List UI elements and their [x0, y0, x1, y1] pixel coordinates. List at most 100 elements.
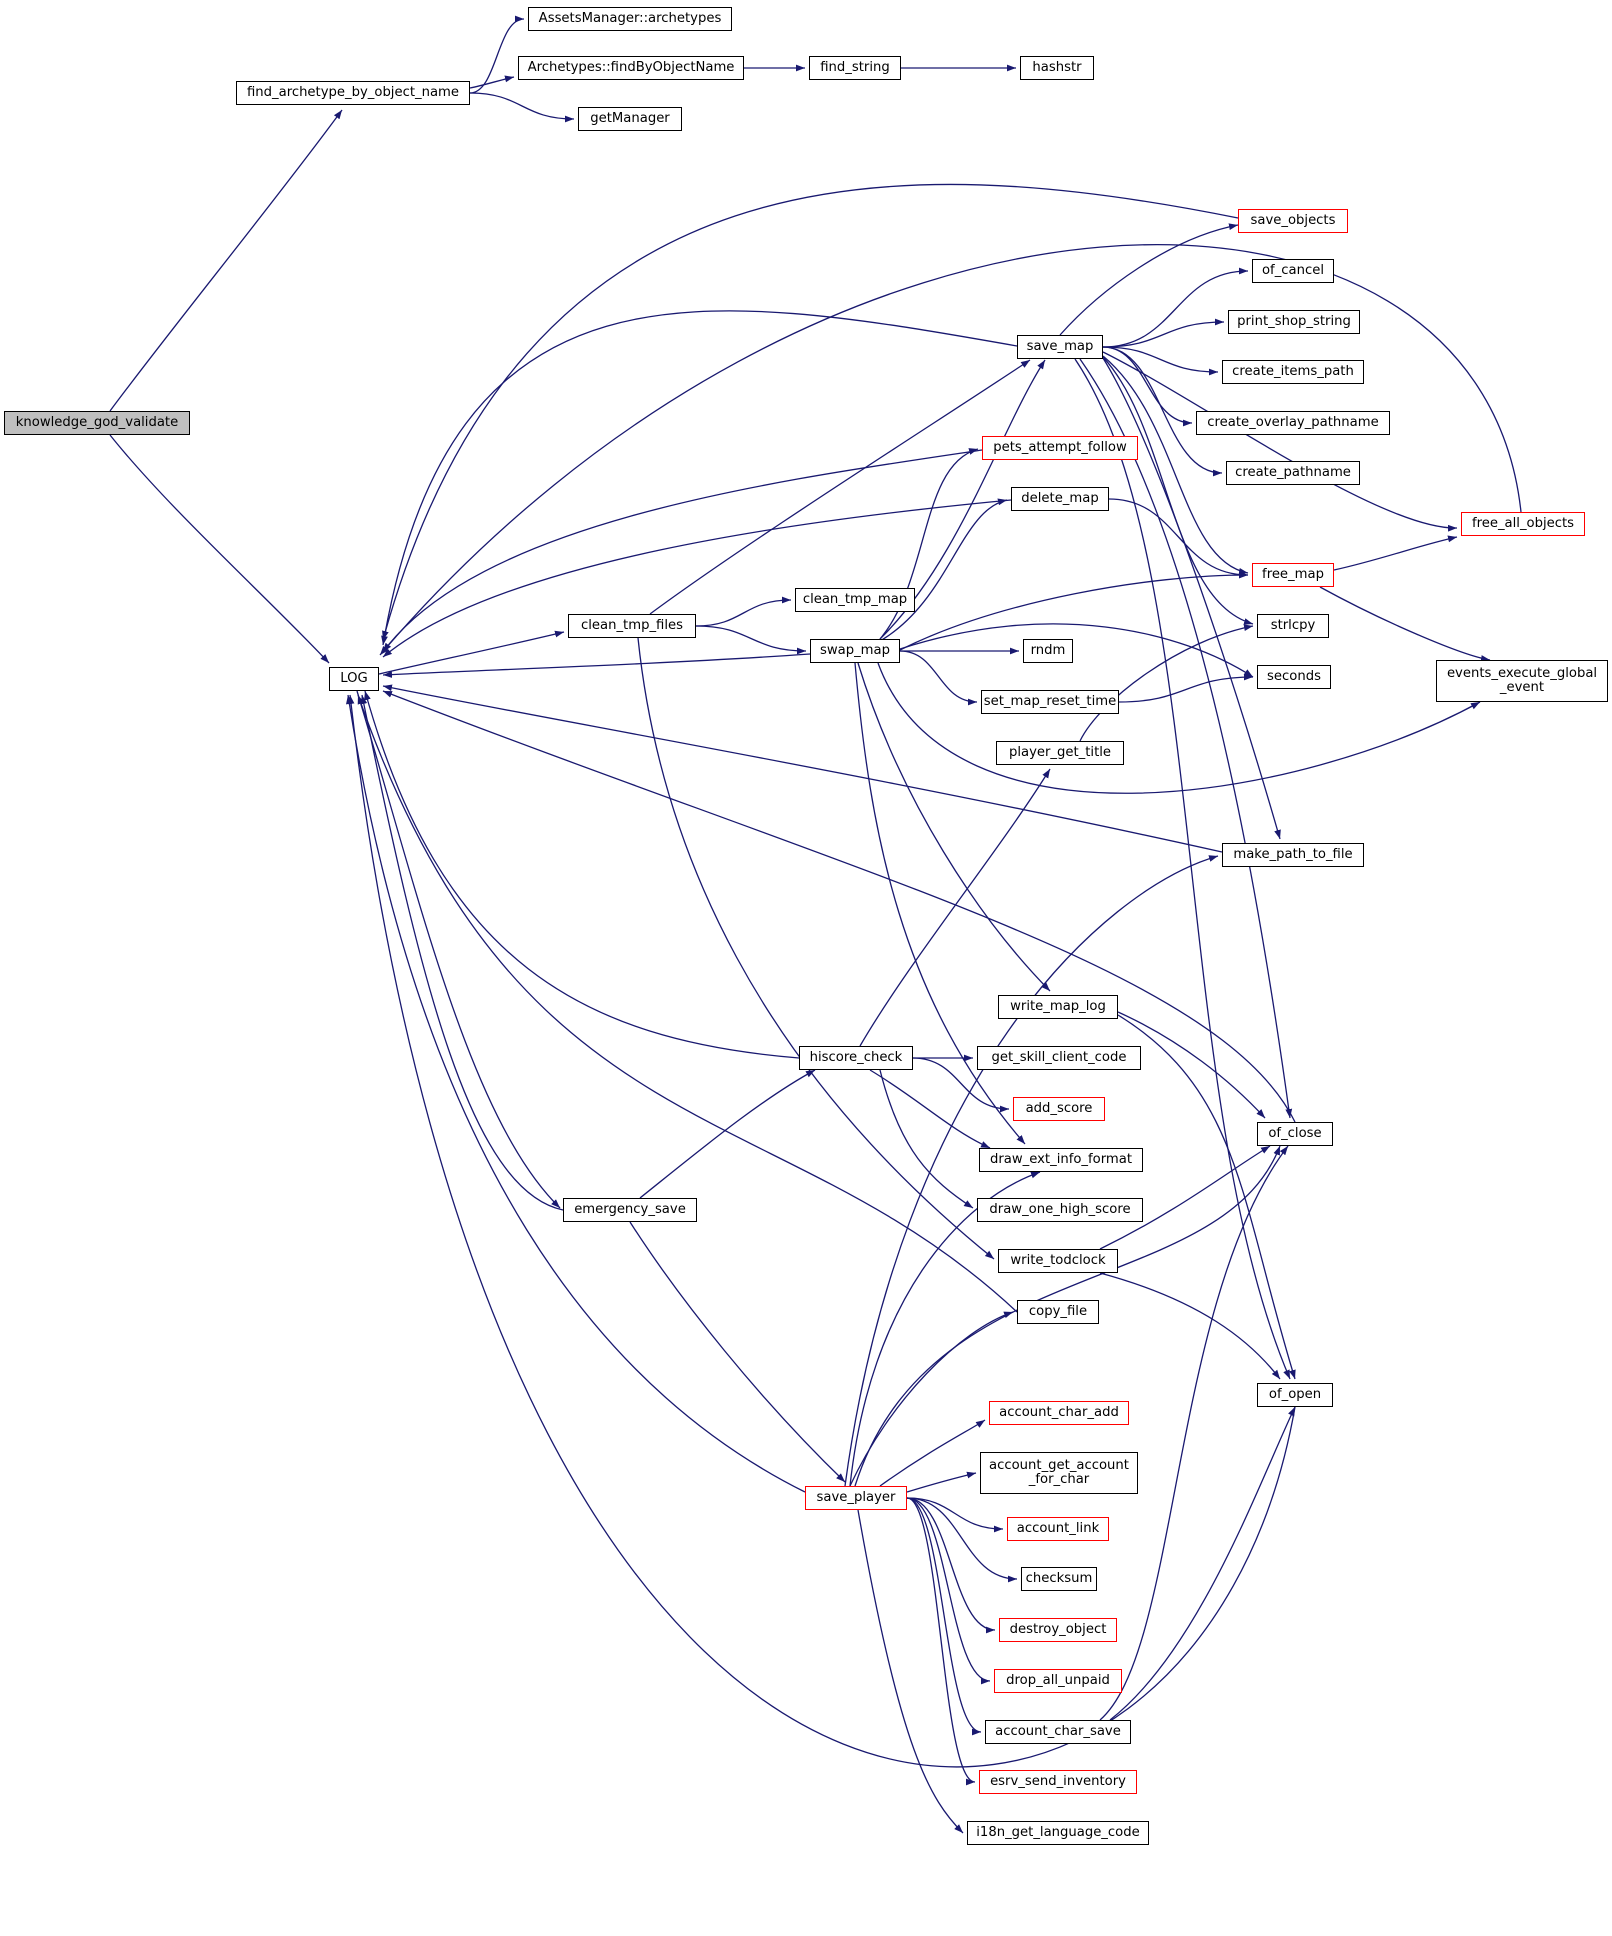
- edge-set-map-reset-time-to-seconds: [1118, 673, 1254, 703]
- edge-save-map-to-create-pathname: [1102, 346, 1223, 477]
- edge-save-player-to-make-path-to-file: [844, 855, 1219, 1487]
- node-account-get-account-for-char[interactable]: account_get_account _for_char: [980, 1452, 1138, 1494]
- node-free-map[interactable]: free_map: [1252, 563, 1334, 587]
- node-log[interactable]: LOG: [329, 667, 379, 691]
- edge-player-get-title-to-strlcpy: [1079, 624, 1254, 742]
- node-esrv-send-inventory[interactable]: esrv_send_inventory: [979, 1770, 1137, 1794]
- node-of-cancel[interactable]: of_cancel: [1252, 259, 1334, 283]
- node-checksum[interactable]: checksum: [1021, 1567, 1097, 1591]
- edge-clean-tmp-files-to-clean-tmp-map: [695, 596, 792, 627]
- node-strlcpy[interactable]: strlcpy: [1257, 614, 1329, 638]
- edge-save-map-to-create-items-path: [1102, 346, 1219, 376]
- edge-swap-map-to-seconds: [899, 623, 1254, 678]
- node-create-items-path[interactable]: create_items_path: [1222, 360, 1364, 384]
- node-save-map[interactable]: save_map: [1017, 335, 1103, 359]
- edge-save-player-to-destroy-object: [906, 1497, 996, 1634]
- edge-free-all-objects-to-log: [379, 244, 1522, 656]
- edge-save-player-to-of-close: [854, 1145, 1281, 1487]
- node-create-pathname[interactable]: create_pathname: [1226, 461, 1360, 485]
- node-player-get-title[interactable]: player_get_title: [996, 741, 1124, 765]
- node-knowledge-god-validate[interactable]: knowledge_god_validate: [4, 411, 190, 435]
- edge-save-map-to-log: [381, 310, 1018, 646]
- node-save-player[interactable]: save_player: [805, 1486, 907, 1510]
- edge-save-player-to-drop-all-unpaid: [906, 1497, 991, 1685]
- edge-swap-map-to-delete-map: [879, 498, 1008, 642]
- node-clean-tmp-map[interactable]: clean_tmp_map: [795, 588, 915, 612]
- node-get-skill-client-code[interactable]: get_skill_client_code: [977, 1046, 1141, 1070]
- node-destroy-object[interactable]: destroy_object: [999, 1618, 1117, 1642]
- node-write-map-log[interactable]: write_map_log: [998, 995, 1118, 1019]
- edge-swap-map-to-pets-attempt-follow: [879, 448, 979, 640]
- edge-swap-map-to-draw-ext-info-format: [854, 662, 1026, 1145]
- edge-delete-map-to-log: [382, 499, 1012, 658]
- node-hashstr[interactable]: hashstr: [1020, 56, 1094, 80]
- node-archetypes-findbyobjectname[interactable]: Archetypes::findByObjectName: [518, 56, 744, 80]
- node-account-char-add[interactable]: account_char_add: [989, 1401, 1129, 1425]
- node-account-link[interactable]: account_link: [1007, 1517, 1109, 1541]
- edge-save-player-to-esrv-send-inventory: [906, 1497, 976, 1786]
- node-write-todclock[interactable]: write_todclock: [998, 1249, 1118, 1273]
- edge-save-map-to-of-cancel: [1102, 267, 1249, 348]
- edge-swap-map-to-write-map-log: [857, 662, 1051, 992]
- node-draw-ext-info-format[interactable]: draw_ext_info_format: [979, 1148, 1143, 1172]
- node-find-archetype-by-object-name[interactable]: find_archetype_by_object_name: [236, 81, 470, 105]
- node-set-map-reset-time[interactable]: set_map_reset_time: [981, 690, 1119, 714]
- edge-of-close-to-log: [382, 690, 1296, 1123]
- edge-copy-file-to-log: [357, 694, 1018, 1313]
- edge-swap-map-to-set-map-reset-time: [899, 650, 978, 706]
- node-copy-file[interactable]: copy_file: [1017, 1300, 1099, 1324]
- edge-save-map-to-free-map: [1102, 355, 1249, 575]
- edge-hiscore-check-to-add-score: [912, 1057, 1010, 1113]
- node-save-objects[interactable]: save_objects: [1238, 209, 1348, 233]
- node-drop-all-unpaid[interactable]: drop_all_unpaid: [994, 1669, 1122, 1693]
- node-draw-one-high-score[interactable]: draw_one_high_score: [977, 1198, 1143, 1222]
- edge-emergency-save-to-log: [360, 694, 564, 1211]
- node-emergency-save[interactable]: emergency_save: [563, 1198, 697, 1222]
- edge-save-player-to-log: [346, 694, 806, 1493]
- edge-of-open-to-log: [347, 694, 1296, 1768]
- edge-save-map-to-save-objects: [1059, 223, 1239, 336]
- node-create-overlay-pathname[interactable]: create_overlay_pathname: [1196, 411, 1390, 435]
- node-delete-map[interactable]: delete_map: [1011, 487, 1109, 511]
- edge-clean-tmp-files-to-swap-map: [695, 625, 807, 655]
- node-events-execute-global-event[interactable]: events_execute_global _event: [1436, 660, 1608, 702]
- edge-make-path-to-file-to-log: [382, 684, 1223, 853]
- node-of-open[interactable]: of_open: [1257, 1383, 1333, 1407]
- node-add-score[interactable]: add_score: [1013, 1097, 1105, 1121]
- edge-save-player-to-account-get-account-for-char: [906, 1471, 977, 1493]
- edge-clean-tmp-files-to-write-todclock: [637, 637, 995, 1260]
- edge-pets-attempt-follow-to-log: [382, 449, 983, 653]
- node-print-shop-string[interactable]: print_shop_string: [1228, 310, 1360, 334]
- node-swap-map[interactable]: swap_map: [810, 639, 900, 663]
- edge-save-player-to-account-char-save: [906, 1497, 982, 1736]
- edge-log-to-clean-tmp-files: [378, 630, 565, 675]
- node-find-string[interactable]: find_string: [809, 56, 901, 80]
- edge-hiscore-check-to-draw-ext-info-format: [869, 1069, 991, 1149]
- node-account-char-save[interactable]: account_char_save: [985, 1720, 1131, 1744]
- edge-save-map-to-print-shop-string: [1102, 318, 1225, 348]
- node-assetsmanager-archetypes[interactable]: AssetsManager::archetypes: [528, 7, 732, 31]
- node-make-path-to-file[interactable]: make_path_to_file: [1222, 843, 1364, 867]
- edge-write-todclock-to-of-open: [1099, 1272, 1281, 1380]
- node-getmanager[interactable]: getManager: [578, 107, 682, 131]
- edge-save-map-to-strlcpy: [1102, 356, 1254, 625]
- node-rndm[interactable]: rndm: [1023, 639, 1073, 663]
- node-hiscore-check[interactable]: hiscore_check: [799, 1046, 913, 1070]
- edge-find-archetype-by-object-name-to-getmanager: [469, 92, 575, 123]
- edge-write-todclock-to-of-close: [1099, 1145, 1271, 1250]
- edge-save-player-to-account-link: [906, 1497, 1004, 1533]
- node-clean-tmp-files[interactable]: clean_tmp_files: [568, 614, 696, 638]
- edge-save-map-to-free-all-objects: [1102, 351, 1458, 532]
- node-of-close[interactable]: of_close: [1257, 1122, 1333, 1146]
- node-i18n-get-language-code[interactable]: i18n_get_language_code: [967, 1821, 1149, 1845]
- edge-emergency-save-to-hiscore-check: [639, 1069, 816, 1199]
- edge-save-player-to-i18n-get-language-code: [857, 1509, 964, 1834]
- edge-save-player-to-checksum: [906, 1497, 1018, 1583]
- node-free-all-objects[interactable]: free_all_objects: [1461, 512, 1585, 536]
- node-pets-attempt-follow[interactable]: pets_attempt_follow: [982, 436, 1138, 460]
- edge-knowledge-god-validate-to-find-archetype-by-object-name: [109, 109, 343, 412]
- edge-account-char-save-to-of-close: [1099, 1145, 1289, 1721]
- edge-clean-tmp-files-to-save-map: [649, 359, 1031, 615]
- node-seconds[interactable]: seconds: [1257, 665, 1331, 689]
- edge-free-map-to-events-execute-global-event: [1319, 586, 1491, 662]
